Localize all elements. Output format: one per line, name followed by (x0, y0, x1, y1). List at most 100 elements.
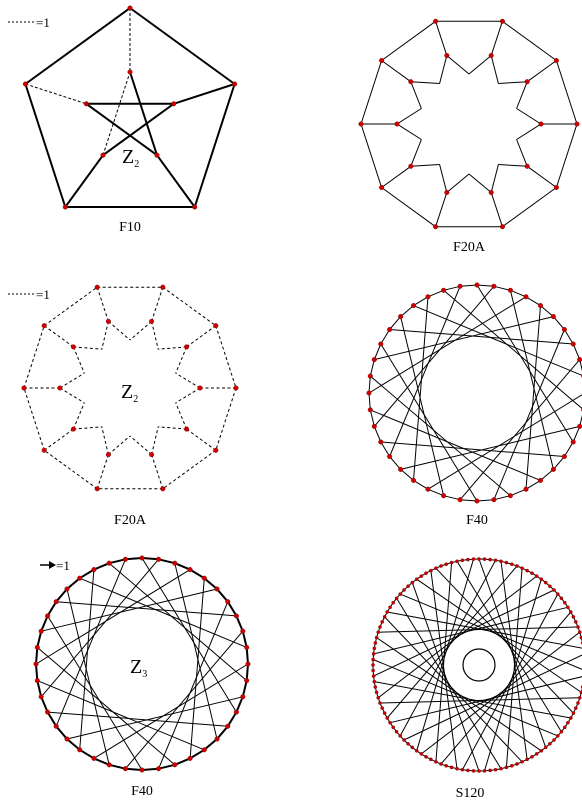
graph-vertex (434, 760, 438, 764)
graph-vertex (388, 720, 392, 725)
graph-vertex (466, 768, 470, 773)
graph-edge (368, 392, 371, 410)
graph-edge (193, 83, 236, 208)
graph-vertex (100, 152, 106, 158)
graph-vertex (561, 327, 567, 333)
graph-vertex (371, 423, 377, 429)
graph-vertex (156, 766, 162, 772)
graph-vertex (374, 690, 379, 695)
graph-vertex (530, 755, 534, 759)
graph-vertex (408, 163, 414, 169)
graph-vertex (21, 385, 27, 391)
graph-edge (66, 577, 81, 590)
graph-edge (151, 426, 159, 455)
graph-edge (37, 680, 205, 751)
graph-vertex (172, 560, 178, 566)
graph-vertex (382, 711, 387, 715)
graph-edge (189, 568, 205, 580)
graph-vertex (550, 314, 556, 320)
graph-vertex (366, 390, 372, 396)
graph-edge (540, 469, 554, 481)
graph-vertex (488, 768, 492, 773)
graph-vertex (94, 486, 100, 492)
graph-edge (79, 569, 95, 750)
panel-f40: F40 (366, 282, 582, 528)
graph-edge (25, 83, 87, 105)
graph-edge (41, 588, 218, 632)
graph-vertex (410, 745, 415, 750)
graph-edge (189, 578, 205, 759)
graph-vertex (444, 189, 450, 195)
graph-vertex (156, 556, 162, 562)
graph-edge (420, 631, 581, 755)
graph-vertex (566, 605, 570, 610)
graph-edge (151, 321, 159, 350)
graph-vertex (507, 287, 513, 293)
graph-edge (468, 173, 492, 193)
graph-edge (372, 659, 558, 737)
graph-edge (151, 454, 164, 489)
graph-vertex (372, 646, 377, 651)
graph-edge (129, 435, 152, 455)
graph-edge (79, 577, 247, 648)
graph-edge (411, 582, 480, 772)
graph-vertex (460, 767, 465, 772)
graph-vertex (550, 466, 556, 472)
graph-vertex (376, 696, 381, 700)
graph-edge (241, 630, 248, 648)
graph-edge (125, 767, 143, 771)
graph-vertex (424, 571, 428, 576)
graph-vertex (538, 303, 544, 309)
graph-vertex (201, 747, 207, 753)
graph-vertex (371, 652, 376, 656)
graph-edge (381, 20, 436, 61)
graph-edge (96, 454, 109, 489)
graph-edge (498, 164, 528, 167)
graph-edge (175, 402, 188, 430)
graph-edge (553, 316, 565, 330)
graph-edge (245, 647, 249, 665)
graph-edge (476, 284, 574, 443)
graph-vertex (525, 568, 529, 573)
graph-edge (435, 567, 574, 714)
graph-vertex (539, 577, 544, 582)
graph-vertex (578, 696, 582, 700)
graph-edge (125, 630, 244, 770)
graph-edge (43, 449, 98, 490)
graph-vertex (77, 747, 83, 753)
graph-edge (43, 325, 74, 348)
graph-vertex (139, 555, 145, 561)
graph-edge (46, 601, 58, 617)
graph-vertex (477, 557, 481, 561)
graph-edge (502, 187, 557, 228)
graph-vertex (559, 596, 564, 601)
graph-vertex (556, 734, 560, 738)
graph-vertex (127, 5, 133, 11)
graph-vertex (378, 439, 384, 445)
graph-vertex (553, 184, 559, 190)
graph-vertex (569, 716, 573, 720)
panel-caption: S120 (456, 786, 485, 801)
graph-vertex (579, 635, 582, 640)
group-subscript: 2 (133, 394, 138, 405)
panel-f40-z3-edges (35, 557, 249, 771)
graph-vertex (41, 447, 47, 453)
graph-edge (186, 325, 217, 348)
graph-edge (410, 164, 440, 167)
graph-edge (40, 615, 49, 632)
graph-vertex (477, 769, 481, 773)
graph-vertex (548, 584, 552, 589)
graph-edge (66, 588, 110, 765)
graph-vertex (371, 663, 375, 667)
panel-caption: F40 (131, 784, 153, 799)
graph-vertex (398, 592, 403, 596)
graph-edge (158, 763, 176, 770)
graph-vertex (233, 385, 239, 391)
graph-edge (23, 325, 45, 389)
graph-vertex (388, 605, 392, 610)
graph-vertex (515, 762, 519, 766)
graph-vertex (504, 765, 509, 770)
graph-edge (377, 575, 538, 699)
graph-vertex (379, 184, 385, 190)
